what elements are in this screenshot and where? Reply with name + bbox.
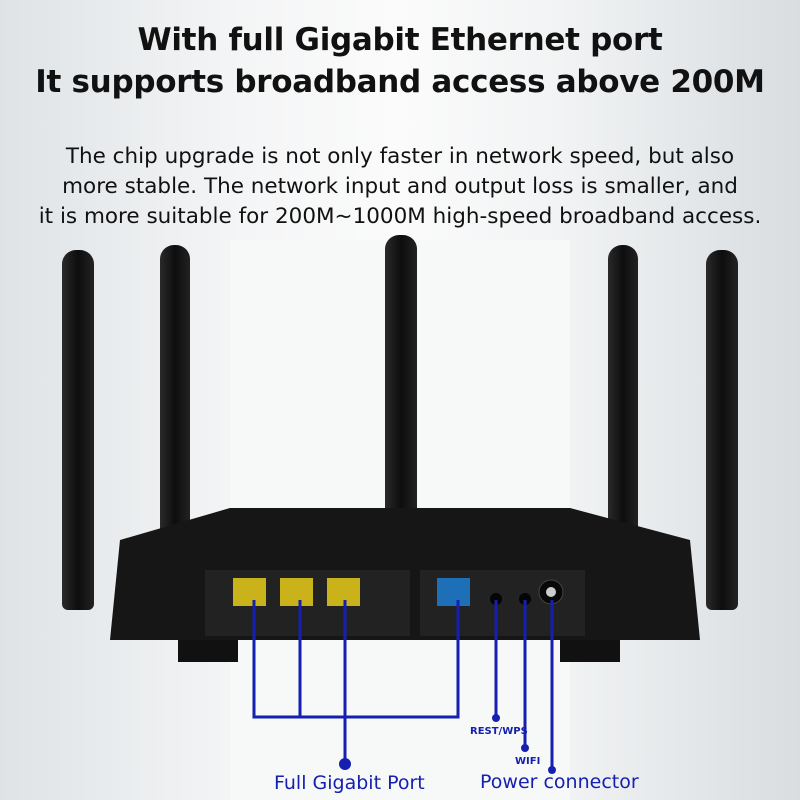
description: The chip upgrade is not only faster in n… xyxy=(0,142,800,232)
description-line2: more stable. The network input and outpu… xyxy=(62,174,738,199)
power-jack xyxy=(546,587,556,597)
callout-lan: Full Gigabit Port xyxy=(274,772,425,794)
description-line3: it is more suitable for 200M~1000M high-… xyxy=(38,204,762,229)
callout-wifi: WIFI xyxy=(515,756,541,767)
callout-lines xyxy=(252,600,554,770)
antenna xyxy=(160,245,190,555)
antenna xyxy=(608,245,638,555)
antenna xyxy=(62,250,94,610)
wan-port xyxy=(437,578,470,606)
description-line1: The chip upgrade is not only faster in n… xyxy=(65,144,735,169)
headline-line1: With full Gigabit Ethernet port xyxy=(137,22,663,58)
lan-port xyxy=(233,578,266,606)
reset-button xyxy=(490,593,502,605)
lan-port xyxy=(280,578,313,606)
antenna xyxy=(706,250,738,610)
headline-line2: It supports broadband access above 200M xyxy=(35,64,765,100)
antenna xyxy=(385,235,417,555)
wifi-button xyxy=(519,593,531,605)
callout-power: Power connector xyxy=(480,771,639,793)
callout-reset: REST/WPS xyxy=(470,726,528,737)
